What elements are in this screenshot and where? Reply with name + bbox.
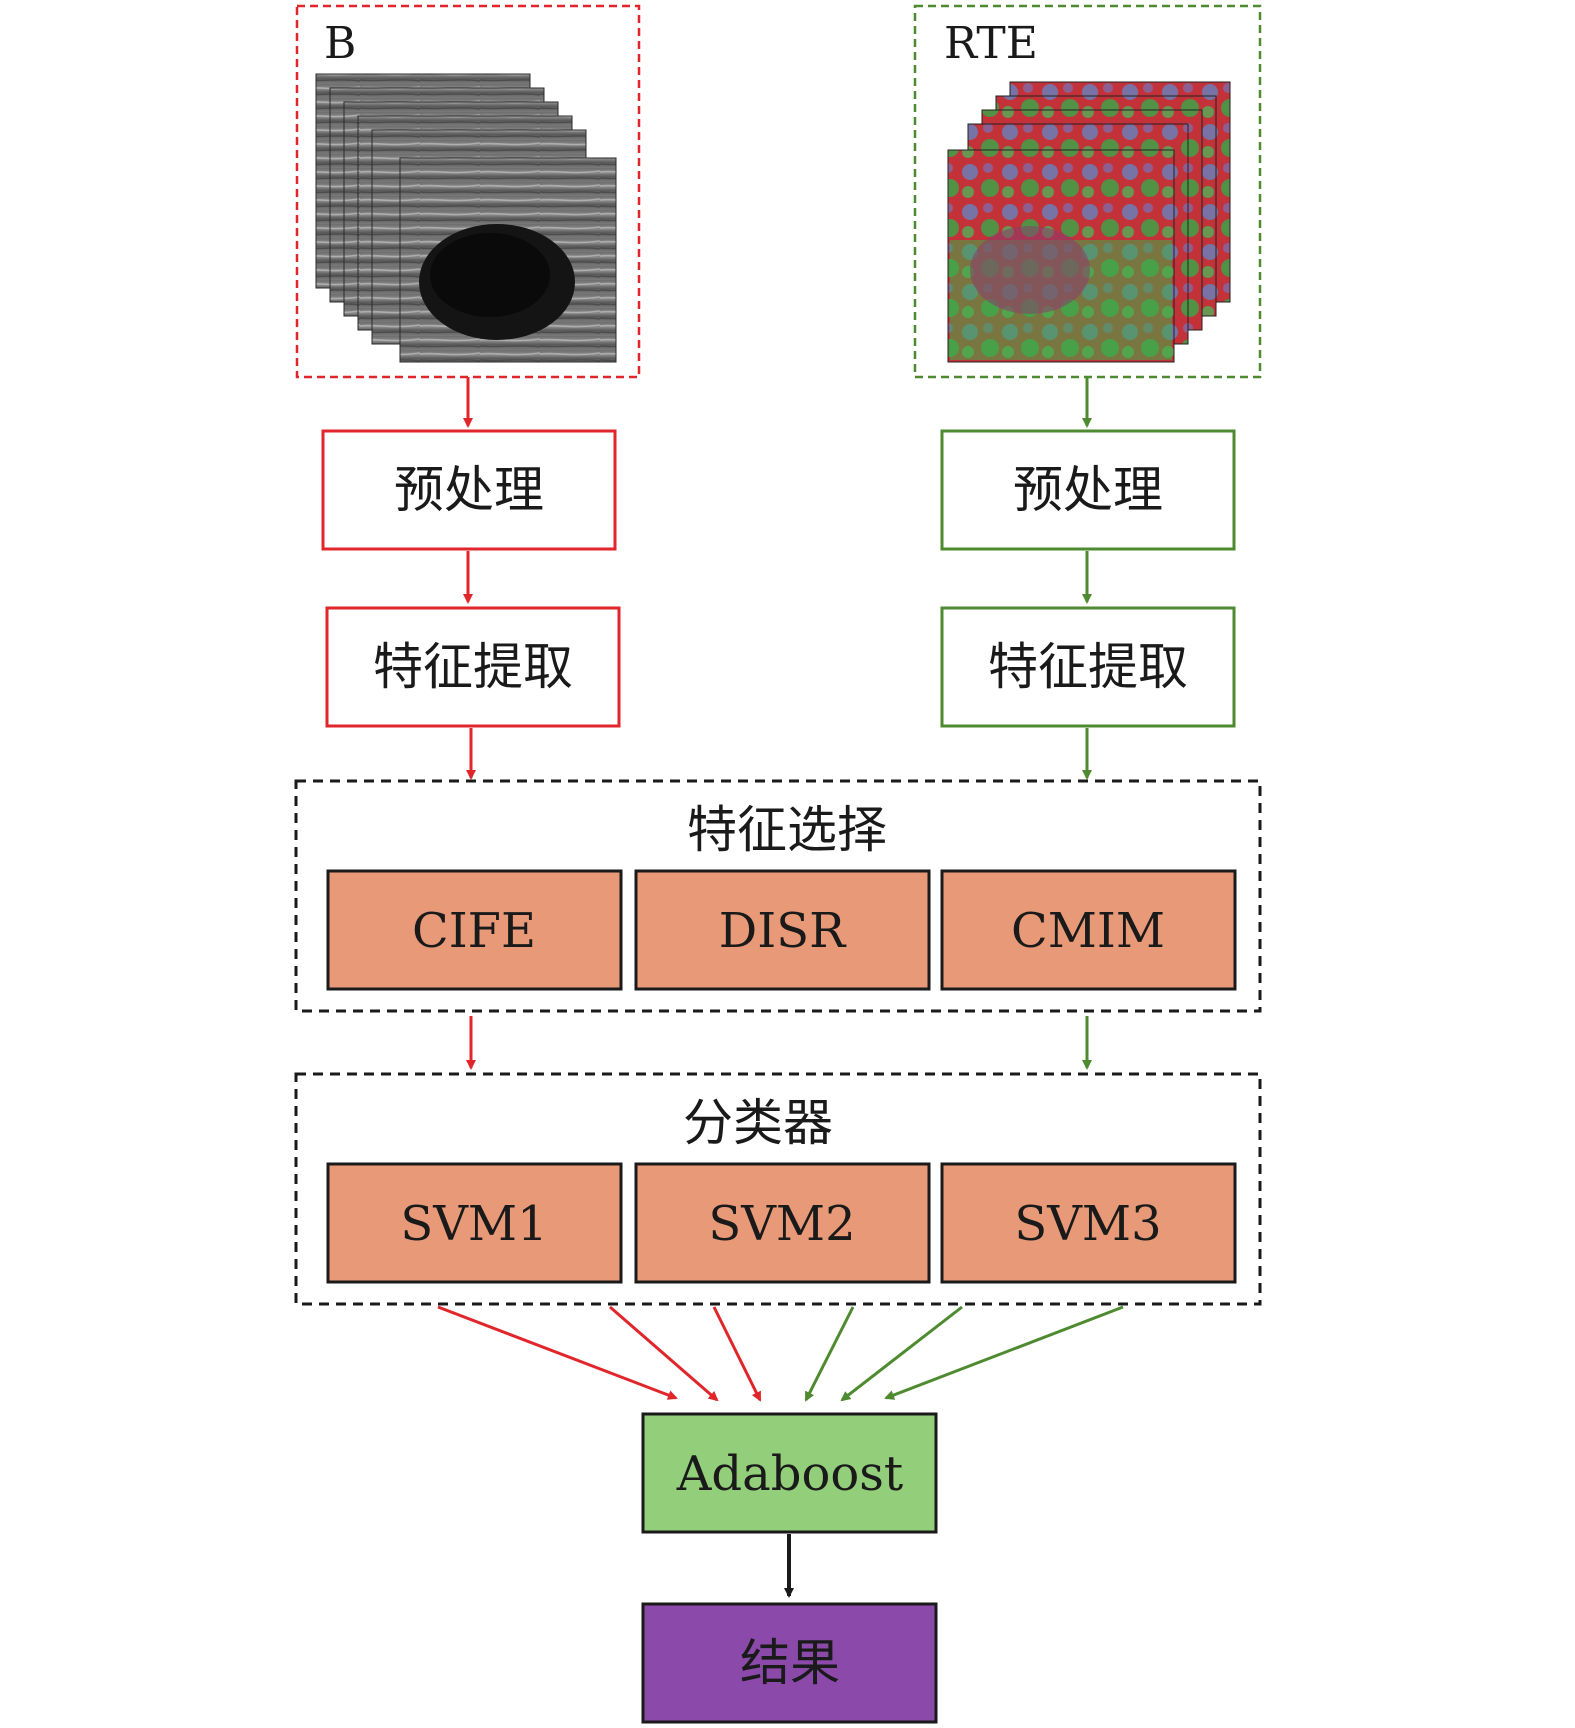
arrow-classifier-to-adaboost-g1 [804, 1306, 855, 1402]
arrow-classifier-to-adaboost-r3 [712, 1306, 762, 1402]
method-cmim-box: CMIM [940, 869, 1237, 991]
svm3-label: SVM3 [1014, 1196, 1161, 1252]
rte-feature-extract-box: 特征提取 [940, 606, 1236, 728]
feature-selection-frame [294, 779, 1262, 1013]
method-cife-box: CIFE [326, 869, 623, 991]
method-cife-label: CIFE [412, 903, 536, 959]
arrow-classifier-to-adaboost-r2 [609, 1305, 719, 1402]
adaboost-box: Adaboost [641, 1412, 938, 1534]
classifier-title: 分类器 [683, 1094, 833, 1152]
b-feature-extract-label: 特征提取 [373, 638, 573, 696]
result-label: 结果 [740, 1634, 840, 1692]
classifier-group: 分类器 SVM1 SVM2 SVM3 [294, 1072, 1262, 1306]
feature-selection-group: 特征选择 CIFE DISR CMIM [294, 779, 1262, 1013]
rte-label: RTE [944, 18, 1038, 69]
svm2-label: SVM2 [708, 1196, 855, 1252]
method-cmim-label: CMIM [1011, 903, 1165, 959]
b-mode-label: B [324, 18, 356, 69]
svm1-label: SVM1 [400, 1196, 547, 1252]
b-mode-input-group: B [295, 4, 641, 379]
b-mode-image-stack-icon [315, 73, 617, 363]
rte-preprocess-label: 预处理 [1013, 461, 1163, 519]
svm1-box: SVM1 [326, 1162, 623, 1284]
rte-input-group: RTE [913, 4, 1262, 379]
b-feature-extract-box: 特征提取 [325, 606, 621, 728]
feature-selection-title: 特征选择 [687, 801, 887, 859]
adaboost-label: Adaboost [676, 1446, 903, 1502]
rte-feature-extract-label: 特征提取 [988, 638, 1188, 696]
classifier-frame [294, 1072, 1262, 1306]
rte-preprocess-box: 预处理 [940, 429, 1236, 551]
arrow-classifier-to-adaboost-g2 [840, 1305, 963, 1402]
b-preprocess-box: 预处理 [321, 429, 617, 551]
svm2-box: SVM2 [634, 1162, 931, 1284]
b-preprocess-label: 预处理 [394, 461, 544, 519]
svm3-box: SVM3 [940, 1162, 1237, 1284]
arrow-classifier-to-adaboost-g3 [884, 1305, 1124, 1400]
rte-image-stack-icon [947, 81, 1231, 363]
method-disr-label: DISR [719, 903, 847, 959]
arrow-classifier-to-adaboost-r1 [437, 1305, 678, 1400]
result-box: 结果 [641, 1602, 938, 1724]
method-disr-box: DISR [634, 869, 931, 991]
